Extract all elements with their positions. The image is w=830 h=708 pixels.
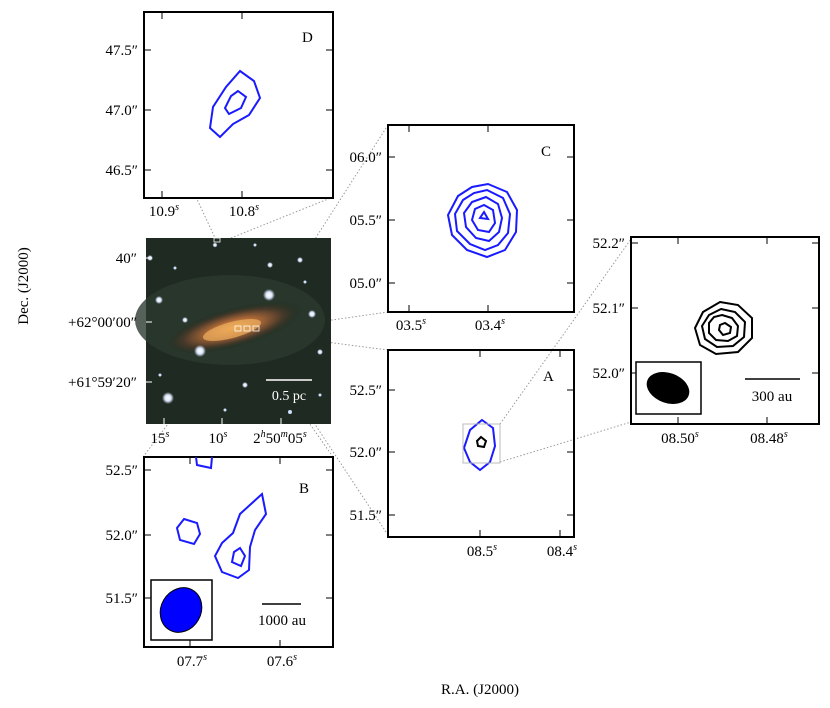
panel-a: A 52.5″ 52.0″ 51.5″ 08.5s 08.4s [350,349,577,560]
panel-b-contour-right-inner [230,546,247,568]
panel-a-zoom-ytick-3: 52.0″ [593,366,626,382]
panel-a-frame [387,349,575,538]
panel-a-zoom-xtick-2: 08.48s [750,429,788,447]
panel-a-letter: A [543,369,554,385]
panel-c-letter: C [541,144,551,160]
panel-d: D 47.5″ 47.0″ 46.5″ 10.9s 10.8s [106,11,334,220]
main-ytick-2: +62°00′00″ [68,315,137,331]
panel-a-zoom-ticks [631,237,819,424]
panel-d-ticks [144,12,333,198]
main-image-panel: 0.5 pc 40″ +62°00′00″ +61°59′20″ 15s 10s… [68,237,331,447]
panel-b-letter: B [299,481,309,497]
main-xtick-3: 2h50m05s [253,429,307,447]
panel-a-ytick-3: 51.5″ [350,508,383,524]
panel-c-contour-5 [478,210,490,221]
panel-a-zoom: 300 au 52.2″ 52.1″ 52.0″ 08.50s 08.48s [593,236,820,447]
panel-c-contour-3 [462,195,504,243]
y-axis-title: Dec. (J2000) [16,247,32,324]
panel-c-frame [387,124,575,313]
panel-a-zoom-contour-1 [693,300,753,356]
x-axis-title: R.A. (J2000) [441,682,519,698]
panel-c-xtick-1: 03.5s [396,316,426,334]
panel-a-ytick-2: 52.0″ [350,445,383,461]
panel-a-contour-outer [462,418,497,472]
main-image-nebula-core [202,319,262,341]
panel-a-xtick-1: 08.5s [467,542,497,560]
panel-a-zoom-beam [646,372,690,404]
panel-a-zoom-frame [630,236,820,425]
panel-d-letter: D [302,30,313,46]
panel-d-xtick-1: 10.9s [149,202,179,220]
main-scalebar-label: 0.5 pc [272,389,306,404]
panel-b-contour-right [213,492,268,580]
panel-d-contour-outer [208,69,262,139]
panel-a-zoom-ytick-2: 52.1″ [593,301,626,317]
main-ytick-1: 40″ [116,251,137,267]
panel-c-ytick-3: 05.0″ [350,276,383,292]
panel-a-zoom-scalebar-label: 300 au [752,389,793,405]
panel-d-ytick-2: 47.0″ [106,103,139,119]
main-xtick-1: 15s [151,429,170,447]
panel-a-xtick-2: 08.4s [547,542,577,560]
panel-c-contour-1 [446,182,519,259]
panel-d-ytick-3: 46.5″ [106,163,139,179]
panel-a-zoom-ytick-1: 52.2″ [593,236,626,252]
panel-b-contour-top [195,456,213,470]
panel-a-zoom-xtick-1: 08.50s [661,429,699,447]
main-xtick-2: 10s [209,429,228,447]
panel-a-zoom-contour-2 [700,307,747,349]
panel-b-frame [143,456,334,648]
panel-c-contour-2 [453,188,512,252]
panel-b-beam [159,587,203,633]
panel-d-contour-inner [223,89,248,116]
panel-c-ticks [388,125,574,312]
panel-b-ticks [144,457,333,647]
panel-a-zoom-contour-4 [717,321,733,337]
panel-c-contour-4 [470,203,497,234]
panel-b-ytick-1: 52.5″ [106,463,139,479]
panel-a-ticks [388,350,574,537]
panel-b-contour-left [175,517,202,546]
panel-b-xtick-1: 07.7s [177,652,207,670]
panel-b-xtick-2: 07.6s [267,652,297,670]
panel-b-scalebar-label: 1000 au [258,613,306,629]
panel-d-ytick-1: 47.5″ [106,43,139,59]
main-ytick-3: +61°59′20″ [68,375,137,391]
panel-a-contour-inner [475,435,488,449]
main-image-stars [147,242,323,414]
panel-c-ytick-1: 06.0″ [350,150,383,166]
panel-b: B 1000 au 52.5″ 52.0″ 51.5″ 07.7s 07.6s [106,456,334,670]
panel-c-ytick-2: 05.5″ [350,213,383,229]
panel-c-xtick-2: 03.4s [475,316,505,334]
panel-a-ytick-1: 52.5″ [350,383,383,399]
panel-a-zoom-contour-3 [708,313,740,343]
panel-b-ytick-2: 52.0″ [106,528,139,544]
panel-b-ytick-3: 51.5″ [106,591,139,607]
panel-d-xtick-2: 10.8s [229,202,259,220]
panel-c: C 06.0″ 05.5″ 05.0″ 03.5s 03.4s [350,124,575,334]
main-image-markers [213,237,260,332]
panel-d-frame [143,11,334,199]
main-image-ticks [146,257,282,424]
panel-a-zoom-box [462,423,501,464]
